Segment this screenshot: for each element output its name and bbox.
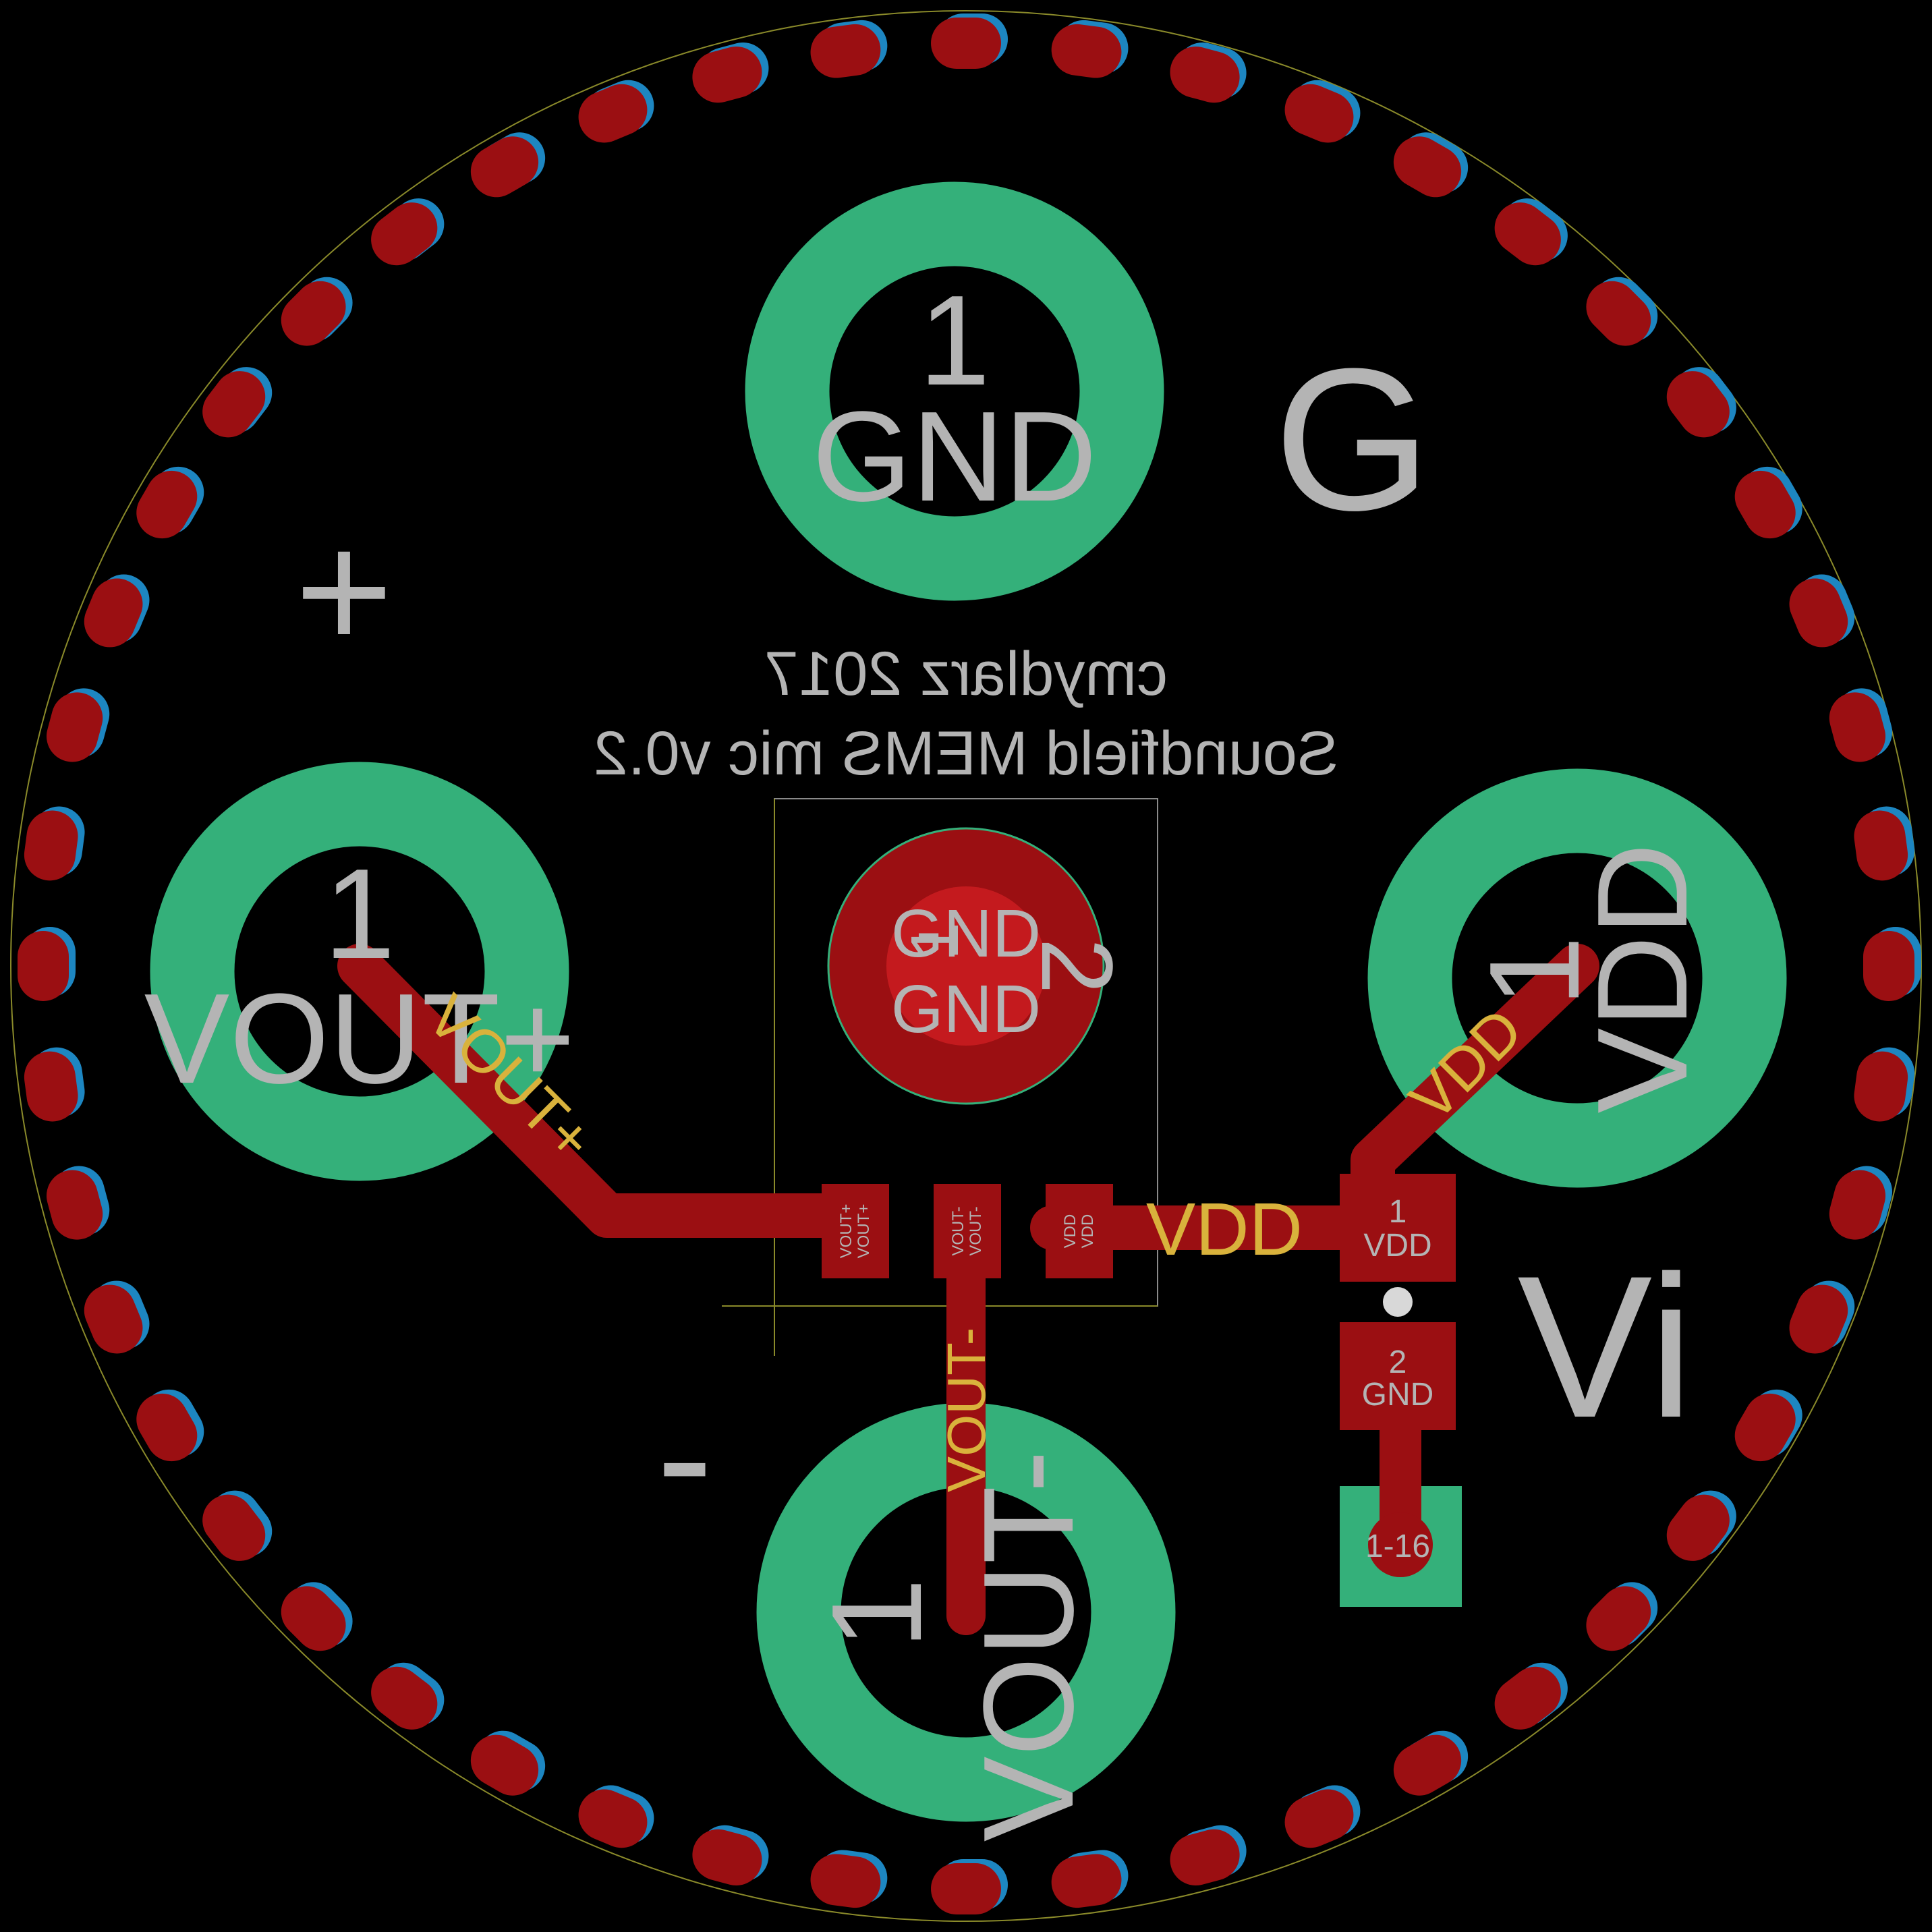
edge-pad-top xyxy=(24,1051,78,1122)
pad-gnd[interactable] xyxy=(745,181,1164,601)
mems-pad-vout-plus[interactable] xyxy=(822,1184,889,1278)
edge-pad-top xyxy=(1854,810,1908,881)
trace-vout-plus xyxy=(337,944,865,1238)
edge-pad-top xyxy=(371,202,438,266)
edge-pad-top xyxy=(470,136,539,198)
edge-pad-top xyxy=(371,1666,438,1730)
edge-pad-top xyxy=(84,1284,143,1354)
edge-pad-top xyxy=(810,24,881,78)
edge-pad-top xyxy=(1789,1284,1848,1354)
edge-pad-top xyxy=(202,1494,266,1561)
edge-pads xyxy=(18,13,1921,1914)
edge-pad-top xyxy=(1494,202,1561,266)
edge-pad-top xyxy=(1170,46,1240,103)
edge-pad-top xyxy=(24,810,78,881)
cap-pad-2[interactable] xyxy=(1340,1322,1456,1430)
cap-pad-1-net: VDD xyxy=(1363,1228,1431,1263)
edge-pad-top xyxy=(1829,1170,1886,1240)
edge-pad-top xyxy=(18,931,69,1001)
title-line: Soundfield MEMS mic v0.2 xyxy=(594,719,1338,788)
gnd-net-label: GND xyxy=(812,385,1097,528)
trace-label-vdd-horiz: VDD xyxy=(1146,1188,1303,1271)
edge-pad-top xyxy=(578,1789,648,1848)
edge-pad-top xyxy=(931,18,1001,69)
vout-plus-pin-number: 1 xyxy=(324,843,395,986)
edge-pad-top xyxy=(1170,1829,1240,1886)
letter-g: G xyxy=(1274,326,1431,552)
edge-pad-top xyxy=(1494,1666,1561,1730)
cap-pad-2-net: GND xyxy=(1362,1377,1434,1413)
edge-pad-top xyxy=(692,1829,762,1886)
vout-minus-pin-number: 1 xyxy=(805,1578,948,1649)
edge-pad-top xyxy=(136,1393,198,1462)
polarity-plus: + xyxy=(295,496,393,685)
edge-pad-top xyxy=(1829,692,1886,762)
test-pad-label: 1-16 xyxy=(1365,1529,1430,1564)
edge-pad-top xyxy=(1586,281,1651,346)
pad-ring xyxy=(150,762,569,1181)
pad-vout-plus[interactable] xyxy=(150,762,569,1181)
edge-pad-top xyxy=(810,1854,881,1908)
gnd-pin-number: 1 xyxy=(919,269,990,412)
mems-vout-plus-1: VOUT+ xyxy=(837,1204,855,1259)
edge-pad-top xyxy=(1284,84,1354,143)
vdd-pin-number: 1 xyxy=(1463,936,1606,1007)
edge-pad-top xyxy=(1393,1734,1462,1796)
via-pin-b: 2 xyxy=(1021,938,1134,994)
mems-vdd-2: VDD xyxy=(1079,1214,1097,1249)
trace-label-vout-minus: VOUT- xyxy=(936,1328,996,1492)
pad-ring xyxy=(1367,768,1787,1188)
via-label-1: GND xyxy=(891,896,1041,971)
edge-pad-top xyxy=(1854,1051,1908,1122)
mems-vout-minus-1: VOUT- xyxy=(949,1206,967,1255)
edge-pad-top xyxy=(1666,1494,1730,1561)
mems-pad-vout-minus[interactable] xyxy=(934,1184,1001,1278)
edge-pad-top xyxy=(46,692,103,762)
trace-end xyxy=(1368,1512,1433,1577)
mems-vdd-1: VDD xyxy=(1061,1214,1079,1249)
edge-pad-top xyxy=(470,1734,539,1796)
edge-pad-top xyxy=(578,84,648,143)
edge-pad-top xyxy=(281,281,346,346)
edge-pad-top xyxy=(931,1863,1001,1914)
edge-pad-top xyxy=(1863,931,1914,1001)
edge-pad-top xyxy=(1734,470,1796,539)
edge-pad-top xyxy=(692,46,762,103)
edge-pad-top xyxy=(46,1170,103,1240)
edge-pad-top xyxy=(1051,24,1122,78)
via-inner xyxy=(886,886,1046,1046)
edge-pad-top xyxy=(281,1586,346,1651)
cap-center-dot xyxy=(1383,1287,1413,1317)
edge-pad-top xyxy=(1666,371,1730,438)
edge-pad-top xyxy=(1789,578,1848,648)
edge-pad-top xyxy=(1284,1789,1354,1848)
via-pin-a: 1 xyxy=(897,922,973,960)
credit-line: cmydlarz 2017 xyxy=(764,640,1168,708)
vout-plus-net-label: VOUT+ xyxy=(144,967,575,1110)
mems-pad-vdd[interactable] xyxy=(1046,1184,1113,1278)
center-via[interactable] xyxy=(827,827,1105,1105)
vdd-net-label: VDD xyxy=(1571,843,1714,1113)
pad-ring xyxy=(745,181,1164,601)
edge-pad-top xyxy=(1393,136,1462,198)
edge-pad-top xyxy=(136,470,198,539)
cap-pad-1-pin: 1 xyxy=(1389,1194,1407,1230)
mems-vout-plus-2: VOUT+ xyxy=(855,1204,873,1259)
edge-pad-top xyxy=(84,578,143,648)
mems-vout-minus-2: VOUT- xyxy=(967,1206,985,1255)
edge-pad-top xyxy=(202,371,266,438)
cap-pad-2-pin: 2 xyxy=(1389,1344,1407,1380)
letter-vi: Vi xyxy=(1517,1233,1693,1460)
via-label-2: GND xyxy=(891,971,1041,1047)
cap-pad-1[interactable] xyxy=(1340,1174,1456,1282)
polarity-minus: - xyxy=(656,1362,712,1550)
vout-minus-net-label: VOUT- xyxy=(957,1450,1100,1842)
pad-vdd[interactable] xyxy=(1367,768,1787,1188)
edge-pad-top xyxy=(1586,1586,1651,1651)
edge-pad-top xyxy=(1051,1854,1122,1908)
edge-pad-top xyxy=(1734,1393,1796,1462)
